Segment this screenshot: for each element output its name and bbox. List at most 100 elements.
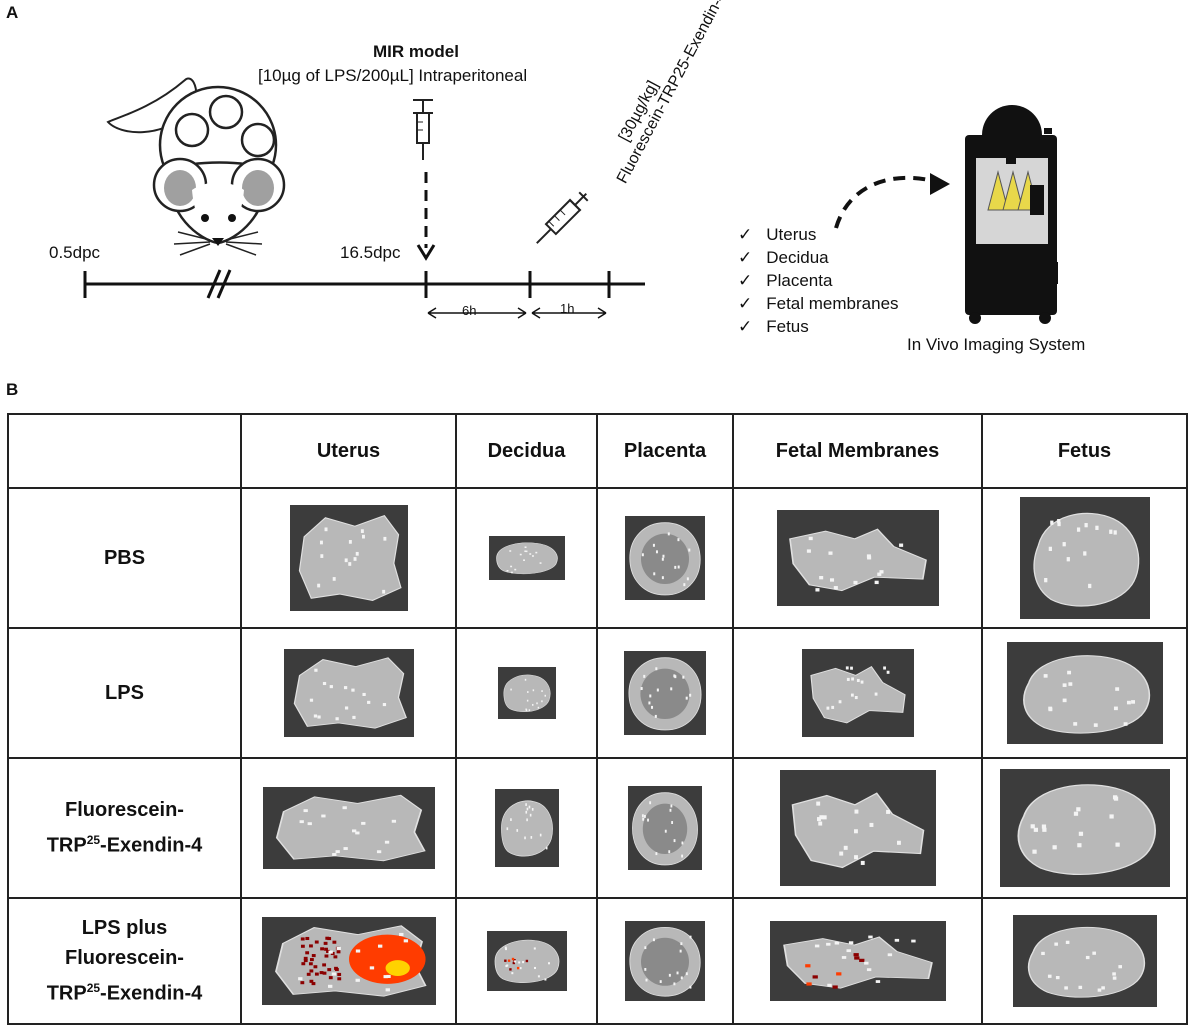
fluorescence-signal xyxy=(853,956,859,960)
table-header-row: Uterus Decidua Placenta Fetal Membranes … xyxy=(7,413,1188,489)
mouse-tail xyxy=(106,77,198,134)
tissue-image xyxy=(628,786,702,870)
table-row: PBS xyxy=(7,487,1188,629)
row-header-fluorescein: Fluorescein- TRP25-Exendin-4 xyxy=(7,757,242,899)
tissue-outline xyxy=(298,514,402,601)
tissue-specimen xyxy=(1022,655,1150,734)
checklist-item: ✓ Placenta xyxy=(738,271,832,291)
tissue-specimen xyxy=(503,674,550,712)
check-icon: ✓ xyxy=(738,294,753,313)
timeline-diagram xyxy=(83,77,1058,324)
tissue-image xyxy=(262,787,435,869)
tissue-specimen xyxy=(629,926,701,997)
check-icon: ✓ xyxy=(738,271,753,290)
fluorescence-signal xyxy=(512,959,516,962)
checklist-item: ✓Uterus xyxy=(738,225,816,245)
tissue-outline xyxy=(1032,512,1139,607)
fluorescence-signal xyxy=(858,958,864,962)
fluorescence-signal xyxy=(516,966,519,970)
checklist-item-label: Fetal membranes xyxy=(766,294,899,313)
fluorescence-signal xyxy=(503,959,507,962)
row-label-line: Fluorescein- xyxy=(65,947,184,970)
tissue-outline xyxy=(809,665,906,724)
checklist-item-label: Fetus xyxy=(766,317,809,336)
table-row: LPS plus Fluorescein- TRP25-Exendin-4 xyxy=(7,897,1188,1025)
mouse-eye-left xyxy=(201,214,209,222)
mouse-eye-right xyxy=(228,214,236,222)
interval-6h: 6h xyxy=(462,303,477,318)
fluorescence-signal xyxy=(804,964,810,968)
tissue-specimen xyxy=(809,665,906,724)
checklist-item: ✓ Fetal membranes xyxy=(738,294,899,314)
row-header-pbs: PBS xyxy=(7,487,242,629)
tissue-specimen xyxy=(782,935,933,989)
mouse-embryo-3 xyxy=(240,122,276,158)
tissue-image xyxy=(779,770,936,886)
fluorescence-signal xyxy=(507,959,510,962)
tissue-specimen xyxy=(495,542,558,575)
tissue-image xyxy=(283,649,414,737)
mir-model-title: MIR model xyxy=(373,42,459,61)
table-row: LPS xyxy=(7,627,1188,759)
tissue-specimen xyxy=(494,939,559,983)
checklist-item-label: Placenta xyxy=(766,271,833,290)
start-time-label: 0.5dpc xyxy=(49,243,101,262)
syringe-icon-tracer xyxy=(536,191,589,244)
tissue-specimen xyxy=(1017,784,1156,876)
tissue-outline xyxy=(500,800,553,857)
tissue-specimen xyxy=(788,528,927,592)
tissue-specimen xyxy=(298,514,402,601)
table-row: Fluorescein- TRP25-Exendin-4 xyxy=(7,757,1188,899)
tissue-image xyxy=(1019,497,1150,619)
tissue-specimen xyxy=(628,657,702,731)
fluorescence-signal xyxy=(525,959,528,963)
fluorescence-signal xyxy=(853,953,859,957)
row-label-line: PBS xyxy=(103,547,146,569)
tissue-specimen xyxy=(274,925,427,997)
tissue-outline xyxy=(1027,926,1145,998)
tissue-outline xyxy=(791,792,924,869)
tissue-image xyxy=(624,651,706,735)
check-icon: ✓ xyxy=(738,225,753,244)
tissue-outline xyxy=(503,674,550,712)
tissue-specimen xyxy=(629,522,701,596)
tissue-image xyxy=(776,510,939,606)
tissue-outline xyxy=(495,542,558,575)
tissue-outline xyxy=(788,528,927,592)
tissue-image xyxy=(1006,642,1163,744)
checklist-item-label: Decidua xyxy=(766,248,829,267)
panel-a-label: A xyxy=(6,3,19,22)
syringe-icon-lps xyxy=(413,99,433,160)
tissue-image xyxy=(769,921,946,1001)
interval-1h: 1h xyxy=(560,301,575,316)
tissue-specimen xyxy=(275,794,426,862)
panel-b-label: B xyxy=(6,380,19,399)
timeline-break xyxy=(206,269,222,299)
fluorescence-signal xyxy=(805,982,812,986)
mir-model-detail: [10µg of LPS/200µL] Intraperitoneal xyxy=(258,66,528,85)
fluorescence-signal xyxy=(508,968,512,971)
tissue-image xyxy=(494,789,559,867)
tissue-image xyxy=(801,649,914,737)
tissue-outline xyxy=(293,657,407,729)
transfer-arrow xyxy=(834,175,941,229)
tissue-outline xyxy=(1017,784,1156,876)
column-header-uterus: Uterus xyxy=(240,413,457,489)
check-icon: ✓ xyxy=(738,248,753,267)
tissue-image xyxy=(625,921,705,1001)
fluorescence-signal xyxy=(835,972,841,976)
row-header-lps: LPS xyxy=(7,627,242,759)
row-label-line: TRP25-Exendin-4 xyxy=(46,981,203,1005)
mouse-embryo-2 xyxy=(208,94,244,130)
tissue-image xyxy=(1012,915,1157,1007)
row-label-line: LPS plus xyxy=(81,917,168,940)
column-header-decidua: Decidua xyxy=(455,413,598,489)
checklist-item: ✓Fetus xyxy=(738,317,809,337)
tissue-specimen xyxy=(293,657,407,729)
tissue-outline xyxy=(1022,655,1150,734)
column-header-fetus: Fetus xyxy=(981,413,1188,489)
mouse-nose xyxy=(212,238,224,246)
tissue-image xyxy=(261,917,436,1005)
tissue-outline xyxy=(782,936,933,989)
checklist-item: ✓ Decidua xyxy=(738,248,829,268)
